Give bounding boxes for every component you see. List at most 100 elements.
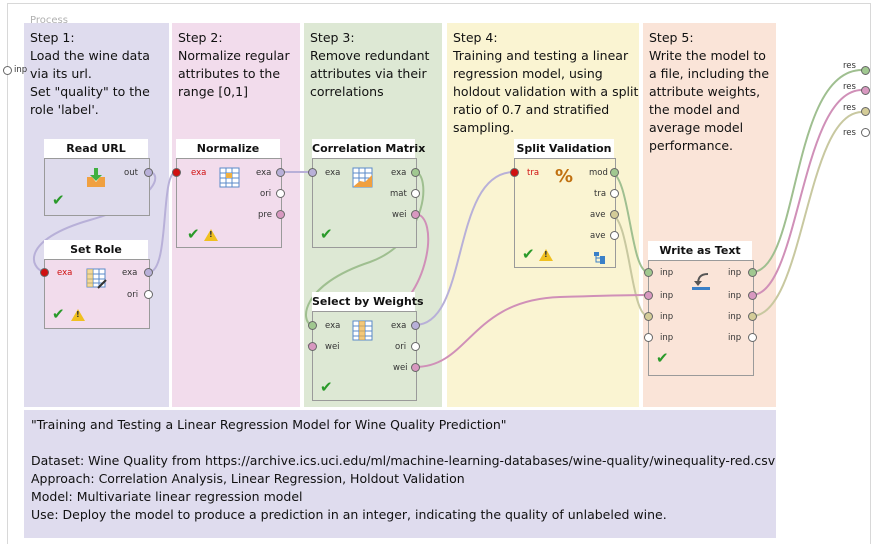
wire-select-split (414, 171, 515, 326)
correlation-exa-out-port[interactable] (411, 168, 420, 177)
set-role-exa-in-port[interactable] (40, 268, 49, 277)
result-port-2[interactable] (861, 86, 870, 95)
select-wei-out-port[interactable] (411, 363, 420, 372)
table-grid-icon (219, 167, 241, 189)
correlation-exa-in-port[interactable] (308, 168, 317, 177)
process-frame (7, 3, 871, 544)
select-exa-out-port[interactable] (411, 321, 420, 330)
normalize-status-ok-icon: ✔ (187, 225, 200, 243)
result-port-label-4: res (843, 128, 856, 138)
select-wei-in-label: wei (325, 342, 340, 352)
normalize-ori-out-port[interactable] (276, 189, 285, 198)
download-icon (84, 167, 108, 189)
description-use: Use: Deploy the model to produce a predi… (31, 507, 667, 522)
write-inp1-out-label: inp (728, 268, 742, 278)
write-inp2-out-label: inp (728, 291, 742, 301)
select-exa-in-port[interactable] (308, 321, 317, 330)
correlation-exa-in-label: exa (325, 168, 341, 178)
split-ave2-out-label: ave (590, 231, 606, 241)
write-inp4-out-port[interactable] (748, 333, 757, 342)
select-wei-in-port[interactable] (308, 342, 317, 351)
read-url-out-label: out (124, 168, 138, 178)
normalize-pre-out-port[interactable] (276, 210, 285, 219)
normalize-exa-out-port[interactable] (276, 168, 285, 177)
result-port-1[interactable] (861, 66, 870, 75)
wire-readurl-setrole (32, 171, 157, 273)
table-select-icon (352, 320, 374, 342)
split-tra-out-port[interactable] (610, 189, 619, 198)
description-approach: Approach: Correlation Analysis, Linear R… (31, 471, 465, 486)
write-inp3-in-port[interactable] (644, 312, 653, 321)
write-as-text-operator[interactable] (648, 260, 754, 376)
set-role-title: Set Role (44, 240, 148, 259)
set-role-exa-out-port[interactable] (144, 268, 153, 277)
description-dataset: Dataset: Wine Quality from https://archi… (31, 453, 776, 468)
select-wei-out-label: wei (393, 363, 408, 373)
split-tra-out-label: tra (594, 189, 607, 199)
select-exa-out-label: exa (391, 321, 407, 331)
set-role-exa-out-label: exa (122, 268, 138, 278)
process-title: Process (30, 15, 68, 26)
wire-write-res3 (751, 111, 863, 317)
split-ave2-out-port[interactable] (610, 231, 619, 240)
correlation-exa-out-label: exa (391, 168, 407, 178)
split-tra-in-label: tra (527, 168, 540, 178)
normalize-exa-out-label: exa (256, 168, 272, 178)
set-role-exa-in-label: exa (57, 268, 73, 278)
write-as-text-title: Write as Text (648, 241, 752, 260)
write-status-ok-icon: ✔ (656, 349, 669, 367)
write-inp3-out-label: inp (728, 312, 742, 322)
split-tra-in-port[interactable] (510, 168, 519, 177)
correlation-matrix-title: Correlation Matrix (312, 139, 425, 158)
description-title: "Training and Testing a Linear Regressio… (31, 417, 507, 432)
normalize-pre-out-label: pre (258, 210, 272, 220)
write-inp2-in-port[interactable] (644, 291, 653, 300)
result-port-label-3: res (843, 103, 856, 113)
result-port-3[interactable] (861, 107, 870, 116)
read-url-title: Read URL (44, 139, 148, 158)
write-inp2-out-port[interactable] (748, 291, 757, 300)
correlation-mat-out-port[interactable] (411, 189, 420, 198)
wire-corr-select-exa (305, 171, 425, 326)
select-exa-in-label: exa (325, 321, 341, 331)
read-url-out-port[interactable] (144, 168, 153, 177)
split-ave1-out-port[interactable] (610, 210, 619, 219)
split-ave1-out-label: ave (590, 210, 606, 220)
subprocess-icon[interactable] (594, 249, 606, 264)
wire-write-res1 (751, 69, 863, 273)
write-inp4-in-port[interactable] (644, 333, 653, 342)
description-model: Model: Multivariate linear regression mo… (31, 489, 303, 504)
result-port-label-2: res (843, 82, 856, 92)
select-ori-out-port[interactable] (411, 342, 420, 351)
result-port-4[interactable] (861, 128, 870, 137)
split-warning-icon: ! (539, 249, 553, 261)
read-url-status-ok-icon: ✔ (52, 191, 65, 209)
write-inp4-in-label: inp (660, 333, 674, 343)
correlation-wei-out-port[interactable] (411, 210, 420, 219)
wire-select-wei-write (414, 294, 649, 368)
write-inp1-in-label: inp (660, 268, 674, 278)
normalize-ori-out-label: ori (260, 189, 272, 199)
write-inp3-out-port[interactable] (748, 312, 757, 321)
percent-icon: % (555, 166, 574, 187)
write-inp4-out-label: inp (728, 333, 742, 343)
split-status-ok-icon: ✔ (522, 245, 535, 263)
write-arrow-icon (690, 270, 714, 294)
select-status-ok-icon: ✔ (320, 378, 333, 396)
matrix-chart-icon (352, 167, 374, 189)
set-role-ori-out-label: ori (127, 290, 139, 300)
process-input-port[interactable] (3, 66, 12, 75)
write-inp1-out-port[interactable] (748, 268, 757, 277)
normalize-exa-in-port[interactable] (172, 168, 181, 177)
wire-setrole-normalize (148, 171, 177, 273)
correlation-wei-out-label: wei (392, 210, 407, 220)
write-inp2-in-label: inp (660, 291, 674, 301)
split-mod-out-port[interactable] (610, 168, 619, 177)
select-ori-out-label: ori (395, 342, 407, 352)
set-role-ori-out-port[interactable] (144, 290, 153, 299)
write-inp1-in-port[interactable] (644, 268, 653, 277)
